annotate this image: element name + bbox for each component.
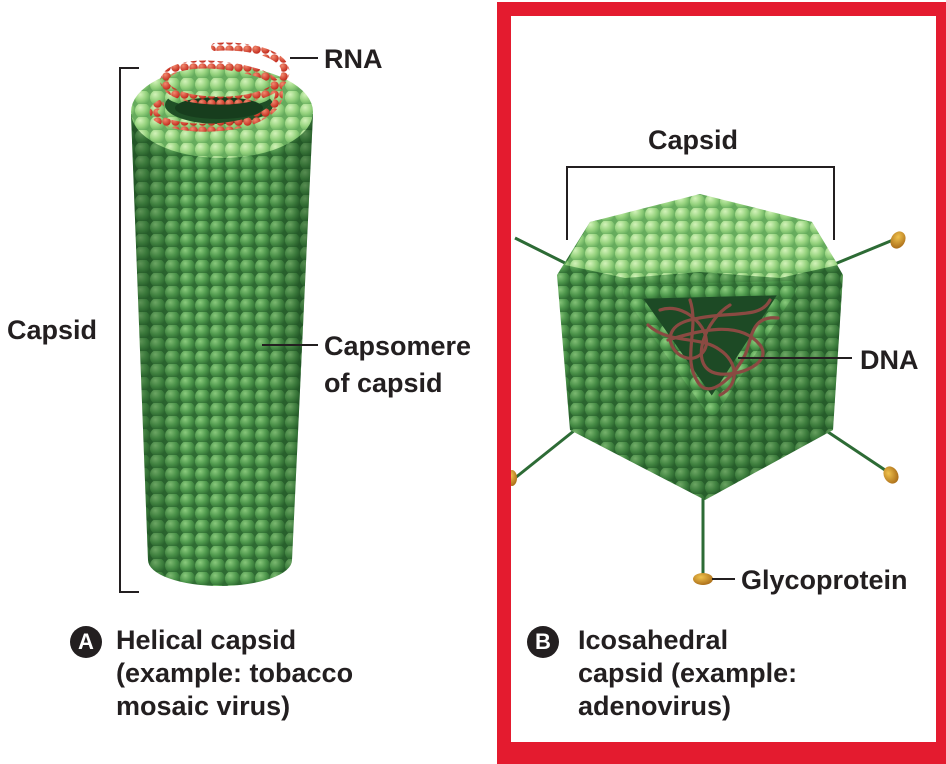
- icosahedral-capsid-label: Capsid: [648, 125, 739, 155]
- helical-cylinder: [131, 66, 313, 586]
- dna-label: DNA: [860, 345, 919, 375]
- icosahedral-capsid-illustration: [507, 166, 906, 585]
- glycoprotein-knob: [507, 470, 517, 486]
- glycoprotein-label: Glycoprotein: [741, 565, 908, 595]
- panel-a-badge: A: [70, 626, 102, 658]
- rna-label: RNA: [324, 44, 383, 74]
- helical-capsid-label: Capsid: [7, 315, 98, 345]
- caption-line: (example: tobacco: [116, 658, 354, 688]
- caption-line: adenovirus): [578, 691, 732, 721]
- capsid-bracket-left: [119, 67, 139, 593]
- capsomere-label: Capsomere: [324, 331, 472, 361]
- capsid-bracket-top: [566, 166, 835, 240]
- capsomere-label-line2: of capsid: [324, 368, 443, 398]
- dna-strands: [646, 298, 780, 397]
- panel-b-caption: Icosahedral capsid (example: adenovirus): [578, 624, 797, 723]
- rna-strand: [149, 42, 290, 132]
- glycoprotein-knob: [890, 231, 906, 249]
- helical-capsid-illustration: [119, 42, 313, 593]
- capsid-cutaway-interior: [630, 288, 790, 408]
- glycoprotein-knob: [883, 466, 899, 484]
- panel-a-caption: Helical capsid (example: tobacco mosaic …: [116, 624, 353, 723]
- caption-line: mosaic virus): [116, 691, 291, 721]
- caption-line: Icosahedral: [578, 625, 729, 655]
- caption-line: Helical capsid: [116, 625, 297, 655]
- caption-line: capsid (example:: [578, 658, 798, 688]
- panel-b-badge: B: [527, 626, 559, 658]
- glycoprotein-knob: [693, 573, 713, 585]
